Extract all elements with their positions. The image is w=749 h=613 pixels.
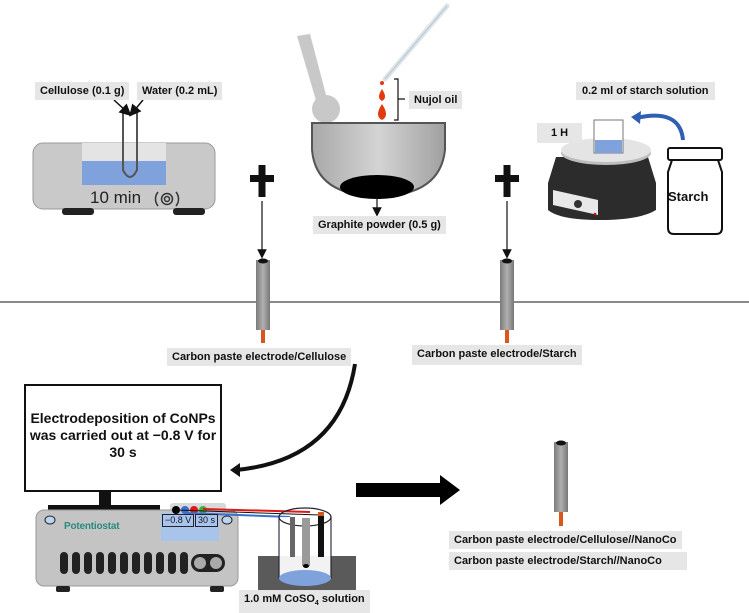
starch-solution-label: 0.2 ml of starch solution [576, 82, 715, 100]
starch-jar-icon [667, 147, 723, 235]
potentiostat-brand: Potentiostat [64, 521, 120, 532]
coso4-label-suffix: solution [318, 593, 365, 605]
hotplate-stirrer [548, 119, 656, 220]
ultrasonic-bath [32, 99, 216, 215]
jar-label: Starch [668, 189, 709, 204]
electrochemical-cell [258, 507, 356, 590]
sonication-duration: 10 min [90, 188, 142, 207]
cpe-cellulose-label: Carbon paste electrode/Cellulose [167, 348, 352, 366]
voltage-display: −0.8 V [162, 514, 195, 527]
nujol-oil-label: Nujol oil [409, 91, 463, 109]
red-lead [202, 508, 311, 513]
lead-connectors [172, 506, 207, 514]
nujol-bracket [394, 78, 405, 121]
blue-lead [184, 512, 291, 518]
time-display: 30 s [195, 514, 219, 527]
ultrasound-waves-icon [154, 191, 180, 207]
coso4-label-subscript: 4 [314, 600, 319, 608]
electrode-nanoco [554, 440, 568, 526]
cpe-starch-nanoco-label: Carbon paste electrode/Starch//NanoCo [449, 552, 687, 570]
water-label: Water (0.2 mL) [137, 82, 223, 100]
time-1h-label: 1 H [537, 123, 583, 143]
monitor-text: Electrodeposition of CoNPs was carried o… [29, 410, 217, 460]
monitor [24, 384, 222, 510]
plus-icon-right [495, 165, 519, 197]
transfer-arrow-icon [635, 113, 685, 141]
cpe-cellulose-nanoco-label: Carbon paste electrode/Cellulose//NanoCo [449, 531, 682, 549]
process-arrow [356, 475, 460, 505]
black-lead [175, 509, 321, 516]
cpe-starch-label: Carbon paste electrode/Starch [412, 345, 582, 365]
coso4-label-prefix: 1.0 mM CoSO [244, 593, 315, 605]
cellulose-label: Cellulose (0.1 g) [35, 82, 130, 100]
pipette-icon [382, 3, 450, 82]
oil-drops-icon [378, 81, 386, 120]
electrode-starch [500, 258, 514, 343]
coso4-solution-label: 1.0 mM CoSO4 solution [239, 590, 370, 613]
plus-icon-left [250, 165, 274, 197]
graphite-powder-label: Graphite powder (0.5 g) [313, 216, 446, 234]
potentiostat [35, 503, 239, 592]
electrode-cellulose [256, 258, 270, 343]
mortar-and-pestle [297, 34, 446, 217]
curved-arrow [235, 363, 357, 472]
